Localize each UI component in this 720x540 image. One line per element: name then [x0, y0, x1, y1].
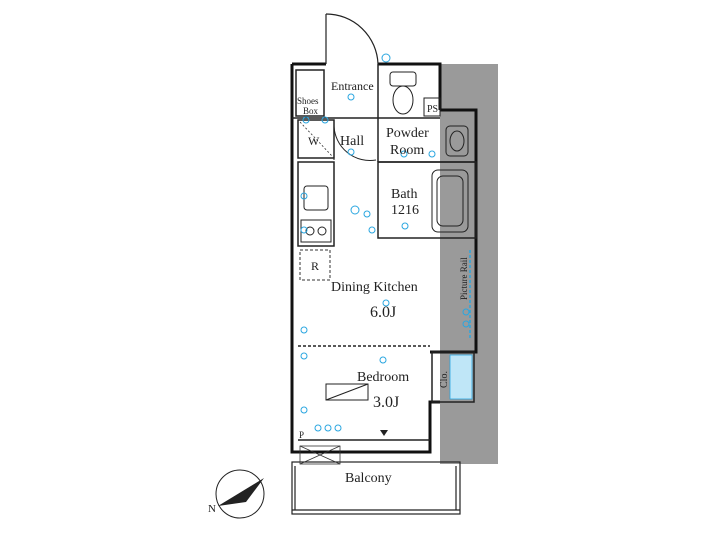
kitchen-sink — [303, 185, 329, 211]
picture-rail-label: Picture Rail — [459, 257, 469, 300]
pipe-small-label: P — [299, 430, 304, 440]
bathtub — [431, 169, 469, 233]
bedroom-label: Bedroom — [357, 370, 409, 385]
refrigerator-space — [299, 249, 331, 281]
compass-north-label: N — [208, 503, 216, 515]
powder-room-label-2: Room — [390, 143, 424, 158]
toilet — [389, 71, 417, 115]
entrance-door — [325, 13, 379, 65]
pipe-space — [423, 97, 441, 117]
bedroom-bed-outline — [325, 383, 369, 401]
bath-label-1: Bath — [391, 187, 417, 202]
balcony-label: Balcony — [345, 471, 392, 486]
east-wall-strip — [474, 110, 484, 462]
compass-icon — [215, 469, 265, 519]
electrical-fixtures — [300, 53, 470, 432]
washer-label: W — [308, 134, 320, 148]
shoes-box-label-1: Shoes — [297, 96, 319, 106]
balcony-area — [291, 461, 461, 515]
balcony-windows — [299, 445, 341, 465]
interior-walls — [292, 64, 477, 441]
shoes-box-label-2: Box — [303, 106, 319, 116]
bath-label-2: 1216 — [391, 203, 419, 218]
east-column — [440, 64, 498, 464]
structural-walls — [440, 64, 498, 464]
closet-label: Clo. — [439, 371, 450, 388]
dining-kitchen-label: Dining Kitchen — [331, 280, 418, 295]
hall-label: Hall — [340, 134, 364, 149]
dining-kitchen-size: 6.0J — [370, 304, 396, 321]
window-marker — [380, 430, 388, 436]
hall-door — [333, 125, 377, 161]
pipe-space-label: PS — [427, 104, 438, 115]
bedroom-size: 3.0J — [373, 394, 399, 411]
powder-room-label-1: Powder — [386, 126, 429, 141]
refrigerator-label: R — [311, 259, 319, 273]
sink — [445, 125, 469, 157]
entrance-label: Entrance — [331, 79, 374, 93]
closet-fill — [449, 354, 473, 400]
stove — [300, 219, 332, 243]
